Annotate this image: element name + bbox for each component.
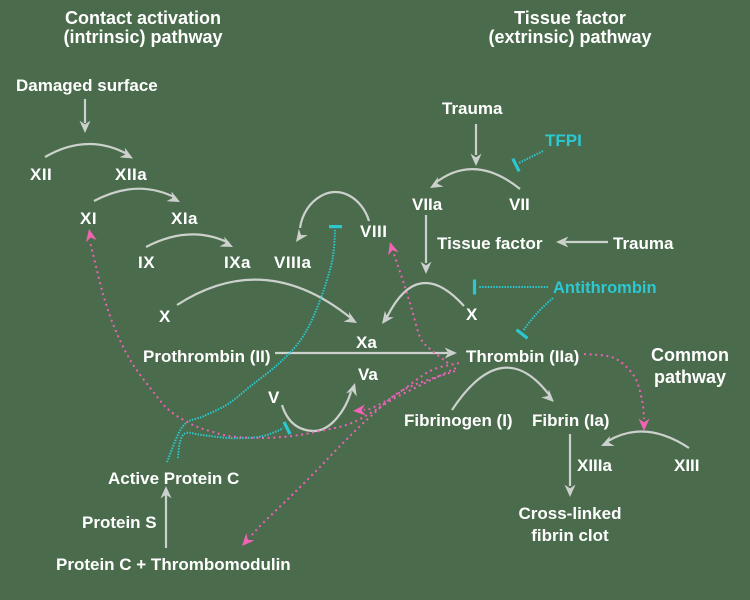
- svg-text:Protein S: Protein S: [82, 513, 157, 532]
- svg-text:XIII: XIII: [674, 456, 700, 475]
- svg-text:pathway: pathway: [654, 367, 726, 387]
- svg-text:Common: Common: [651, 345, 729, 365]
- svg-text:TFPI: TFPI: [545, 131, 582, 150]
- svg-text:VIII: VIII: [360, 222, 388, 241]
- svg-text:Trauma: Trauma: [613, 234, 674, 253]
- svg-text:XIIIa: XIIIa: [577, 456, 613, 475]
- svg-text:Thrombin (IIa): Thrombin (IIa): [466, 347, 579, 366]
- svg-text:Fibrin (Ia): Fibrin (Ia): [532, 411, 609, 430]
- svg-text:IX: IX: [138, 253, 155, 272]
- svg-text:VIIa: VIIa: [412, 195, 443, 214]
- svg-text:XIa: XIa: [171, 209, 198, 228]
- svg-text:Tissue factor: Tissue factor: [437, 234, 543, 253]
- svg-text:XI: XI: [80, 209, 97, 228]
- svg-text:Fibrinogen (I): Fibrinogen (I): [404, 411, 513, 430]
- svg-text:Xa: Xa: [356, 333, 377, 352]
- svg-text:IXa: IXa: [224, 253, 251, 272]
- svg-text:XII: XII: [30, 165, 52, 184]
- svg-text:XIIa: XIIa: [115, 165, 147, 184]
- svg-text:(intrinsic) pathway: (intrinsic) pathway: [63, 27, 222, 47]
- svg-text:Trauma: Trauma: [442, 99, 503, 118]
- svg-text:Damaged surface: Damaged surface: [16, 76, 158, 95]
- svg-text:X: X: [159, 307, 171, 326]
- svg-text:Cross-linked: Cross-linked: [519, 504, 622, 523]
- svg-text:V: V: [268, 388, 280, 407]
- svg-text:VII: VII: [509, 195, 530, 214]
- svg-text:Antithrombin: Antithrombin: [553, 279, 657, 297]
- svg-text:VIIIa: VIIIa: [274, 253, 312, 272]
- svg-text:Active Protein C: Active Protein C: [108, 469, 239, 488]
- svg-text:Prothrombin (II): Prothrombin (II): [143, 347, 270, 366]
- svg-text:(extrinsic) pathway: (extrinsic) pathway: [488, 27, 651, 47]
- svg-text:Contact activation: Contact activation: [65, 8, 221, 28]
- svg-text:Tissue factor: Tissue factor: [514, 8, 626, 28]
- svg-text:X: X: [466, 305, 478, 324]
- svg-text:fibrin clot: fibrin clot: [531, 526, 609, 545]
- svg-text:Va: Va: [358, 365, 378, 384]
- svg-text:Protein C + Thrombomodulin: Protein C + Thrombomodulin: [56, 555, 291, 574]
